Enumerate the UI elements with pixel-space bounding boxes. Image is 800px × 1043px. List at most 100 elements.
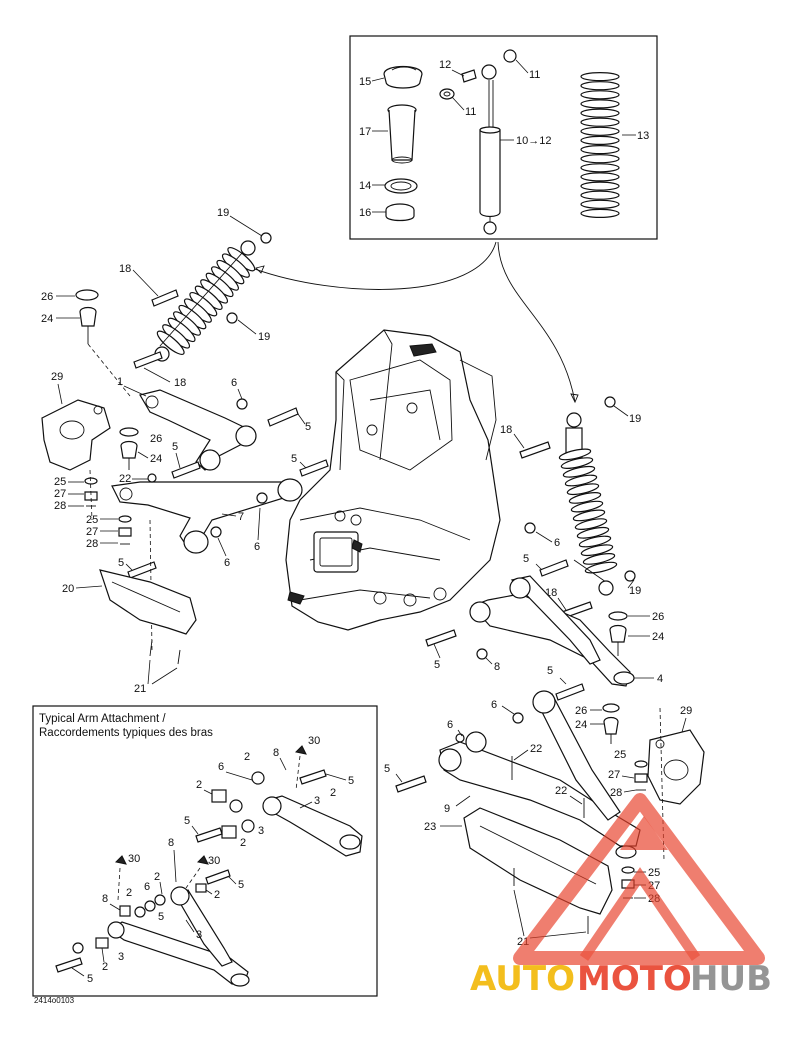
callout-24-right-lower: 24	[575, 719, 587, 731]
callout-26-right-upper: 26	[652, 611, 664, 623]
bump-sleeve	[387, 104, 417, 164]
nut-27-left-lower	[118, 527, 132, 537]
lower-a-arm-right	[395, 690, 641, 859]
steering-knuckle-right	[647, 729, 705, 805]
callout-18-left-bottom: 18	[174, 377, 186, 389]
callout-16: 16	[359, 207, 371, 219]
inset-callout-3-b: 3	[258, 825, 264, 837]
nut-27-right-upper	[634, 773, 648, 783]
spring-coil-turn	[580, 90, 620, 100]
figure-code: 2414o0103	[34, 996, 75, 1005]
spring-coil-turn	[580, 145, 620, 155]
spring-coil-turn	[580, 135, 620, 145]
inset-callout-2-left: 2	[126, 887, 132, 899]
spring-coil-turn	[580, 181, 620, 191]
callout-22-right-lower: 22	[555, 785, 567, 797]
spring-coil-turn	[580, 544, 614, 557]
callout-29-right: 29	[680, 705, 692, 717]
pointer-left-shock	[251, 241, 497, 290]
callout-5-right-arm: 5	[547, 665, 553, 677]
shock-absorber-body	[479, 64, 501, 235]
spring-coil-turn	[580, 117, 620, 127]
pointer-right-shock	[497, 241, 576, 403]
steering-knuckle-left	[41, 399, 111, 471]
spring-seat-clip	[383, 65, 423, 89]
inset-callout-8-top: 8	[273, 747, 279, 759]
callout-25-left-lower: 25	[86, 514, 98, 526]
inset-title-line1: Typical Arm Attachment /	[39, 713, 166, 725]
ball-joint-right-lower	[602, 703, 620, 744]
callout-25-right-lower: 25	[648, 867, 660, 879]
callout-5-right-lower: 5	[434, 659, 440, 671]
coil-spring	[580, 71, 620, 218]
top-nut	[503, 49, 517, 63]
callout-8-right: 8	[494, 661, 500, 673]
spring-coil-turn	[558, 448, 592, 461]
inset-lower-arm	[55, 855, 250, 987]
cup-washer	[439, 88, 455, 100]
spring-coil-turn	[584, 561, 618, 574]
callout-11-lower: 11	[465, 106, 476, 118]
callout-10-12: 10→12	[516, 135, 551, 147]
spring-coil-turn	[582, 553, 616, 565]
inset-callout-2-b: 2	[330, 787, 336, 799]
inset-callout-2-top: 2	[244, 751, 250, 763]
callout-24-left: 24	[41, 313, 53, 325]
inset-callout-8-mid: 8	[168, 837, 174, 849]
inset-callout-3-a: 3	[314, 795, 320, 807]
spring-coil-turn	[568, 492, 602, 504]
right-shock-assembly	[519, 396, 636, 619]
nut-27-left	[84, 491, 98, 501]
spring-coil-turn	[572, 509, 606, 522]
washer-25-left-lower	[118, 515, 132, 523]
callout-27-right-upper: 27	[608, 769, 620, 781]
spring-coil-turn	[580, 108, 620, 118]
callout-5-upper-left-b: 5	[172, 441, 178, 453]
small-bolt	[461, 69, 477, 83]
spring-coil-turn	[580, 190, 620, 200]
callout-5-lower-left-a: 5	[291, 453, 297, 465]
callout-6-right-arm: 6	[447, 719, 453, 731]
spring-coil-turn	[570, 500, 604, 513]
callout-19-right-bottom: 19	[629, 585, 641, 597]
callout-7: 7	[238, 511, 244, 523]
spring-coil-turn	[564, 474, 598, 487]
spring-coil-turn	[580, 172, 620, 182]
callout-28-left-lower: 28	[86, 538, 98, 550]
inset-callout-30-mid: 30	[208, 855, 220, 867]
inset-callout-6-top: 6	[218, 761, 224, 773]
callout-15: 15	[359, 76, 371, 88]
callout-28-left: 28	[54, 500, 66, 512]
inset-callout-3-mid: 3	[196, 929, 202, 941]
vehicle-frame	[285, 329, 501, 631]
spring-coil-turn	[580, 163, 620, 173]
spring-coil-turn	[580, 99, 620, 109]
spring-coil-turn	[580, 154, 620, 164]
spring-coil-turn	[156, 330, 185, 356]
callout-22-right-upper: 22	[530, 743, 542, 755]
arm-attachment-inset: Typical Arm Attachment / Raccordements t…	[32, 705, 378, 997]
inset-callout-5-top: 5	[348, 775, 354, 787]
inset-callout-2-c: 2	[240, 837, 246, 849]
callout-4: 4	[657, 673, 663, 685]
callout-17: 17	[359, 126, 371, 138]
callout-6-upper-left: 6	[231, 377, 237, 389]
watermark-hub: HUB	[690, 959, 772, 999]
inset-callout-6-mid: 6	[144, 881, 150, 893]
watermark-auto: AUTO	[470, 959, 575, 999]
inset-callout-2-a: 2	[196, 779, 202, 791]
callout-6-lower-left-b: 6	[224, 557, 230, 569]
inset-callout-30-top: 30	[308, 735, 320, 747]
shock-detail-inset: 15 17 14 16 12 11 11 10→12 13	[349, 35, 658, 240]
spring-coil-turn	[580, 208, 620, 218]
spring-coil-turn	[580, 71, 620, 82]
callout-22-left: 22	[119, 473, 131, 485]
skid-plate-left	[99, 569, 197, 665]
ball-joint-left-lower	[119, 427, 139, 470]
callout-29-left: 29	[51, 371, 63, 383]
inset-callout-5-b: 5	[184, 815, 190, 827]
left-shock-assembly	[133, 232, 272, 369]
lower-a-arm-left	[111, 459, 329, 579]
callout-9: 9	[444, 803, 450, 815]
